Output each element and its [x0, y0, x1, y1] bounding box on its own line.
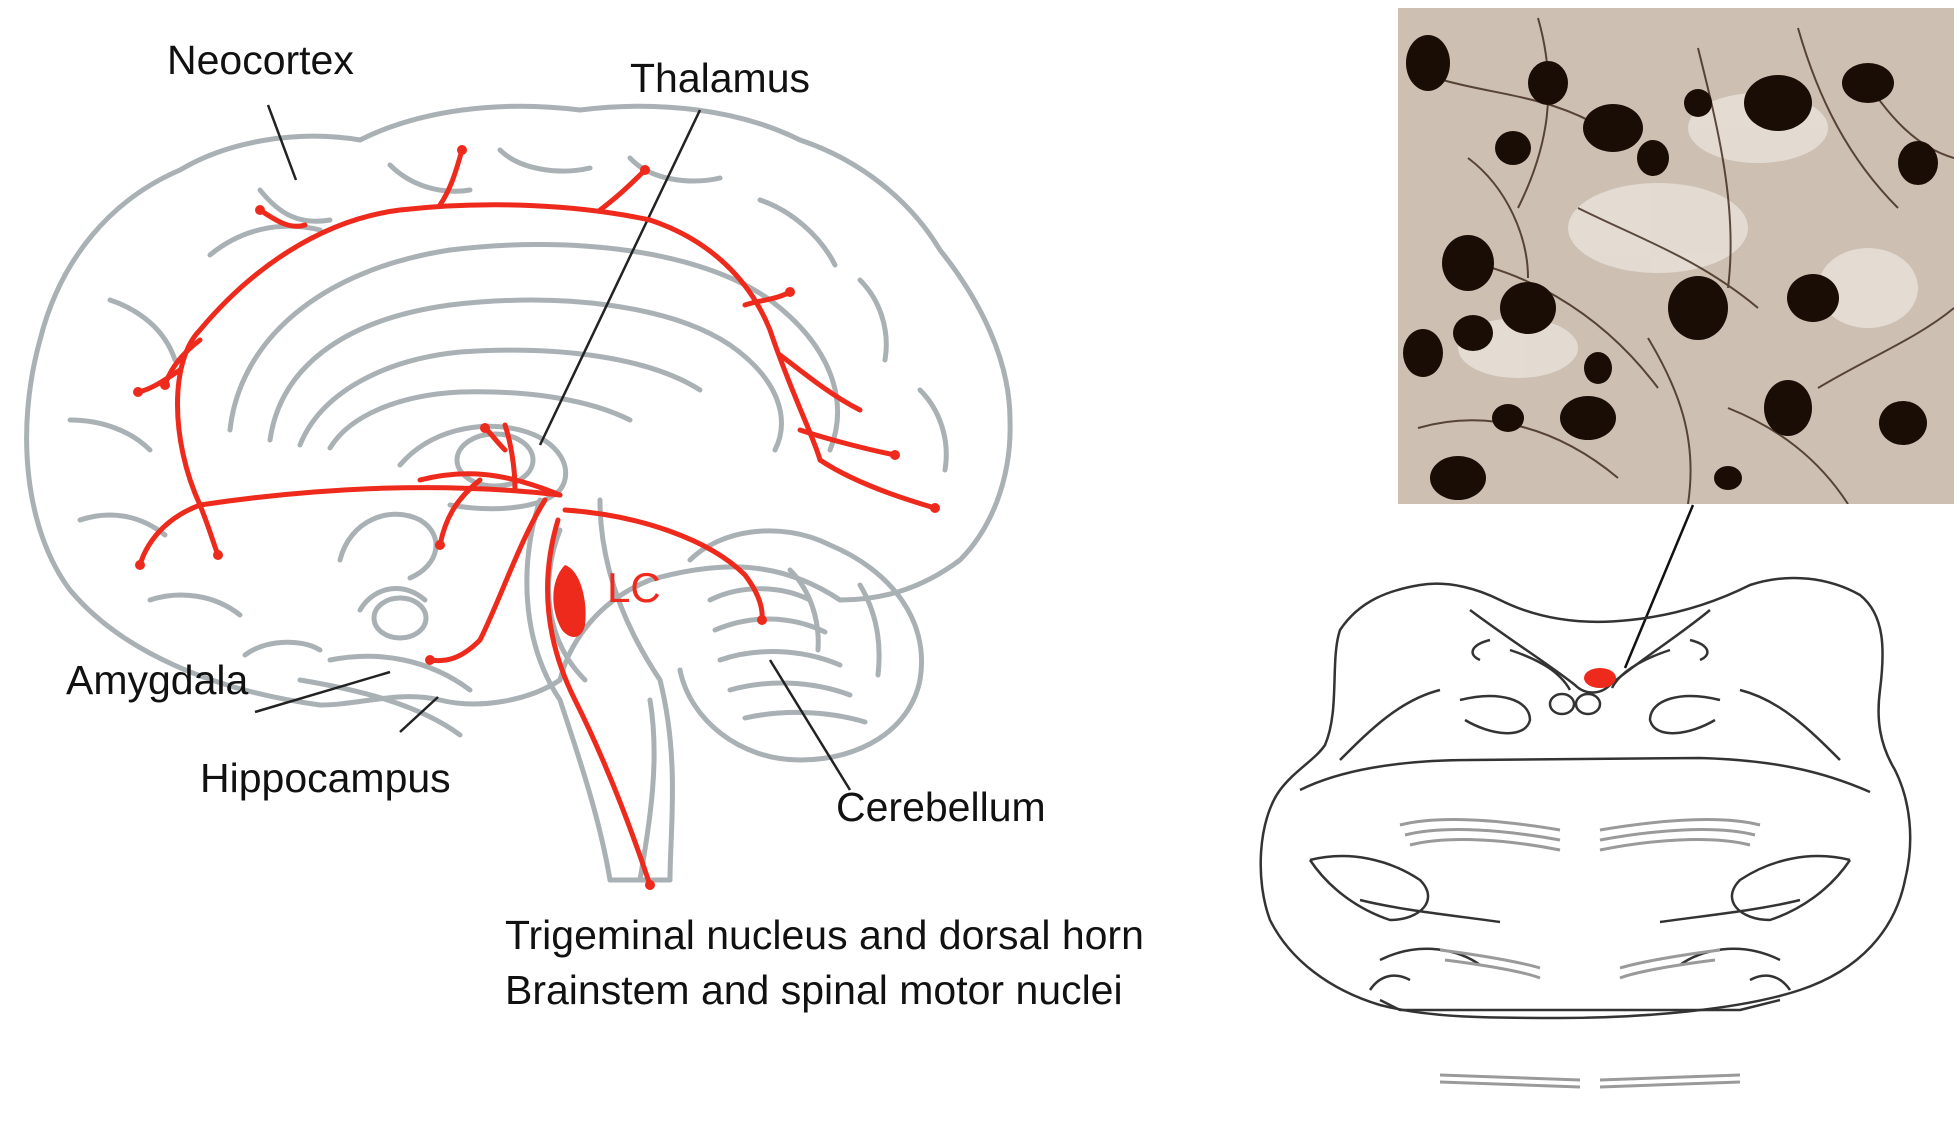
cortical-branch-2 — [437, 147, 465, 208]
label-neocortex: Neocortex — [167, 37, 354, 83]
label-targets-line1: Trigeminal nucleus and dorsal horn — [505, 912, 1144, 958]
cerebellar-branch — [562, 507, 765, 623]
thalamus-leader — [538, 109, 702, 446]
brain-outline — [24, 103, 1013, 883]
septal-branch — [437, 477, 483, 548]
lc-projections — [135, 147, 938, 888]
micrograph-cell-bodies — [1403, 35, 1938, 500]
lc-neuron-micrograph — [1398, 8, 1954, 504]
label-cerebellum: Cerebellum — [836, 784, 1046, 830]
label-targets-line2: Brainstem and spinal motor nuclei — [505, 967, 1123, 1013]
cerebellum-leader — [768, 659, 852, 791]
cortical-branch-5 — [777, 352, 863, 413]
brainstem-cross-section — [1259, 576, 1912, 1020]
micrograph-leader — [1623, 504, 1695, 669]
frontal-branch-2 — [197, 502, 221, 558]
dorsal-bundle — [175, 202, 823, 508]
label-thalamus: Thalamus — [630, 55, 811, 101]
neocortex-leader — [266, 104, 298, 181]
section-fiber-tracts — [1399, 818, 1761, 1089]
label-amygdala: Amygdala — [66, 657, 249, 703]
projection-terminals — [133, 145, 940, 890]
occipital-branch — [797, 427, 898, 458]
label-hippocampus: Hippocampus — [200, 755, 451, 801]
amygdala-branch — [427, 497, 548, 664]
ventral-bundle — [417, 471, 563, 498]
occipital-branch-2 — [817, 457, 938, 511]
frontal-branch — [137, 502, 203, 568]
leader-lines — [254, 104, 852, 791]
thalamic-branch — [502, 422, 518, 493]
hippocampus-leader — [399, 696, 439, 733]
lc-nucleus — [553, 565, 586, 637]
spinal-branch — [545, 517, 653, 888]
micrograph-image — [1398, 8, 1954, 504]
label-lc: LC — [607, 564, 661, 611]
amygdala-leader — [254, 670, 391, 714]
cortical-branch-3 — [597, 167, 648, 213]
prefrontal-branch — [135, 367, 183, 395]
section-outline — [1259, 576, 1912, 1020]
lc-section-marker — [1584, 668, 1616, 688]
